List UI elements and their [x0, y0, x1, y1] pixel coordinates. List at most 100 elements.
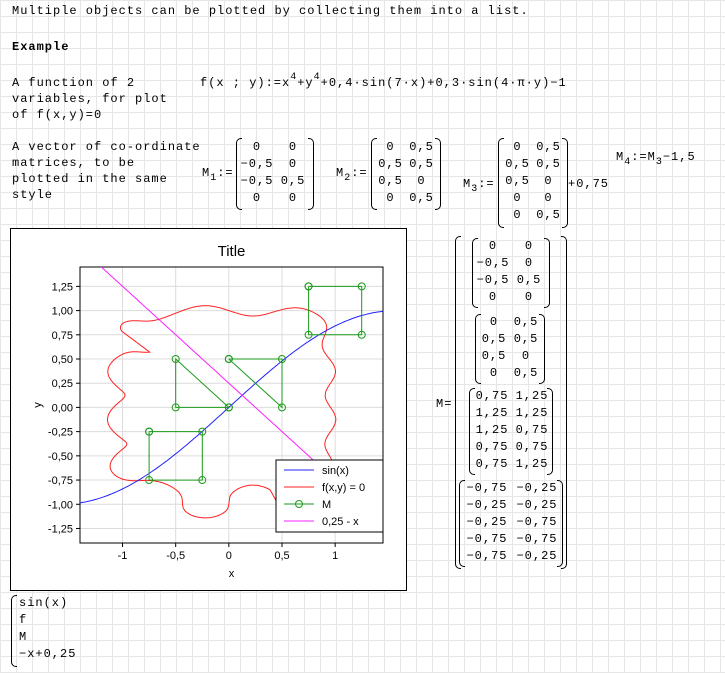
m-result-cell: 1,25 — [515, 406, 549, 420]
plot-list-item: −x+0,25 — [19, 647, 77, 661]
m-result-cell: 0 — [524, 239, 534, 253]
m3-cell: 0,5 — [536, 140, 561, 154]
y-tick-label: -0,75 — [48, 475, 73, 487]
m-result-cell: 0,5 — [481, 349, 507, 363]
m-result-cell: 0,5 — [513, 315, 539, 329]
m-result-cell: 0,5 — [481, 332, 507, 346]
plot-list-item: M — [19, 630, 28, 644]
m-series-line — [308, 285, 363, 336]
m3-cell: 0,5 — [505, 157, 530, 171]
m-result-cell: 0,75 — [475, 389, 509, 403]
x-tick-label: 0 — [226, 550, 232, 562]
m3-cell: 0 — [513, 191, 522, 205]
m-series-line — [148, 431, 203, 481]
m-series-line — [175, 357, 230, 408]
m1-cell: −0,5 — [240, 157, 274, 171]
y-tick-label: -1,00 — [48, 499, 73, 511]
func-term-y: +y — [297, 76, 314, 90]
y-tick-label: 0,00 — [52, 402, 73, 414]
x-tick-label: -1 — [118, 550, 128, 562]
m3-cell: 0 — [513, 208, 522, 222]
m2-cell: 0,5 — [409, 157, 434, 171]
x-tick-label: -0,5 — [166, 550, 185, 562]
x-axis-label: x — [229, 568, 235, 580]
m2-cell: 0,5 — [378, 174, 403, 188]
func-desc-line-2: variables, for plot — [12, 92, 168, 106]
m-series-marker — [357, 282, 366, 291]
m3-label: M3:= — [463, 177, 495, 195]
m-series-marker — [198, 427, 207, 436]
func-term-rest: +0,4·sin(7·x)+0,3·sin(4·π·y)−1 — [320, 76, 567, 90]
m4-definition[interactable]: M4:=M3−1,5 — [616, 150, 696, 168]
m2-cell: 0 — [386, 191, 395, 205]
m-result-cell: 0 — [488, 239, 498, 253]
legend-label: 0,25 - x — [322, 516, 359, 528]
m-result-cell: 0 — [521, 349, 531, 363]
m-result-block: −0,75−0,25−0,25−0,25−0,25−0,75−0,75−0,75… — [459, 480, 563, 567]
m2-label: M2:= — [336, 166, 368, 184]
y-tick-label: 0,25 — [52, 378, 73, 390]
m-series-marker — [171, 403, 180, 412]
m-result-cell: −0,5 — [476, 256, 510, 270]
example-heading: Example — [12, 40, 70, 54]
m1-label: M1:= — [202, 166, 234, 184]
m-series-marker — [278, 403, 286, 412]
m-result-cell: 0,5 — [513, 332, 539, 346]
m1-cell: −0,5 — [240, 174, 274, 188]
m-result-cell: 0 — [524, 256, 534, 270]
func-term-x: x — [282, 76, 291, 90]
m-result-cell: −0,75 — [516, 532, 558, 546]
m-result-cell: 0 — [488, 290, 498, 304]
m-result-cell: −0,75 — [466, 532, 508, 546]
func-exp-2: 4 — [313, 72, 321, 83]
m-result-cell: −0,25 — [516, 498, 558, 512]
m-result-cell: 1,25 — [475, 406, 509, 420]
m1-cell: 0 — [252, 191, 262, 205]
m-series-marker — [304, 282, 313, 291]
y-tick-label: -0,25 — [48, 427, 73, 439]
m-series-marker — [224, 355, 233, 363]
m-series-marker — [357, 330, 366, 339]
func-desc-line-1: A function of 2 — [12, 76, 136, 90]
y-tick-label: 1,25 — [52, 281, 73, 293]
m1-cell: 0,5 — [280, 174, 306, 188]
m-series-marker — [278, 355, 286, 363]
vec-desc-line-1: A vector of co-ordinate — [12, 140, 201, 154]
m-series-marker — [224, 403, 233, 412]
m-result-cell: 1,25 — [475, 423, 509, 437]
m1-cell: 0 — [288, 157, 298, 171]
m-result-cell: 0 — [489, 366, 499, 380]
plot-list-item: sin(x) — [19, 596, 69, 610]
x-tick-label: 0,5 — [274, 550, 289, 562]
vec-desc-line-4: style — [12, 188, 54, 202]
m2-cell: 0 — [417, 174, 426, 188]
m-result-cell: −0,25 — [466, 498, 508, 512]
m-result-cell: 1,25 — [515, 457, 549, 471]
m-result-cell: −0,75 — [516, 515, 558, 529]
func-lhs: f(x ; y):= — [200, 76, 283, 90]
m3-cell: 0,5 — [536, 208, 561, 222]
m3-cell: 0,5 — [505, 174, 530, 188]
m-result-cell: −0,25 — [466, 515, 508, 529]
m3-cell: 0 — [513, 140, 522, 154]
plot-list-item: f — [19, 613, 28, 627]
m-result-cell: 1,25 — [515, 389, 549, 403]
m-series-line — [228, 358, 283, 409]
y-axis-label: y — [32, 402, 44, 408]
m-result-cell: 0,75 — [515, 440, 549, 454]
legend-label: sin(x) — [322, 465, 349, 477]
m2-cell: 0 — [386, 140, 395, 154]
y-tick-label: -1,25 — [48, 523, 73, 535]
y-tick-label: 0,75 — [52, 330, 73, 342]
legend-label: f(x,y) = 0 — [322, 482, 365, 494]
func-definition[interactable]: f(x ; y):=x4+y4+0,4·sin(7·x)+0,3·sin(4·π… — [200, 72, 567, 90]
legend-label: M — [322, 499, 331, 511]
